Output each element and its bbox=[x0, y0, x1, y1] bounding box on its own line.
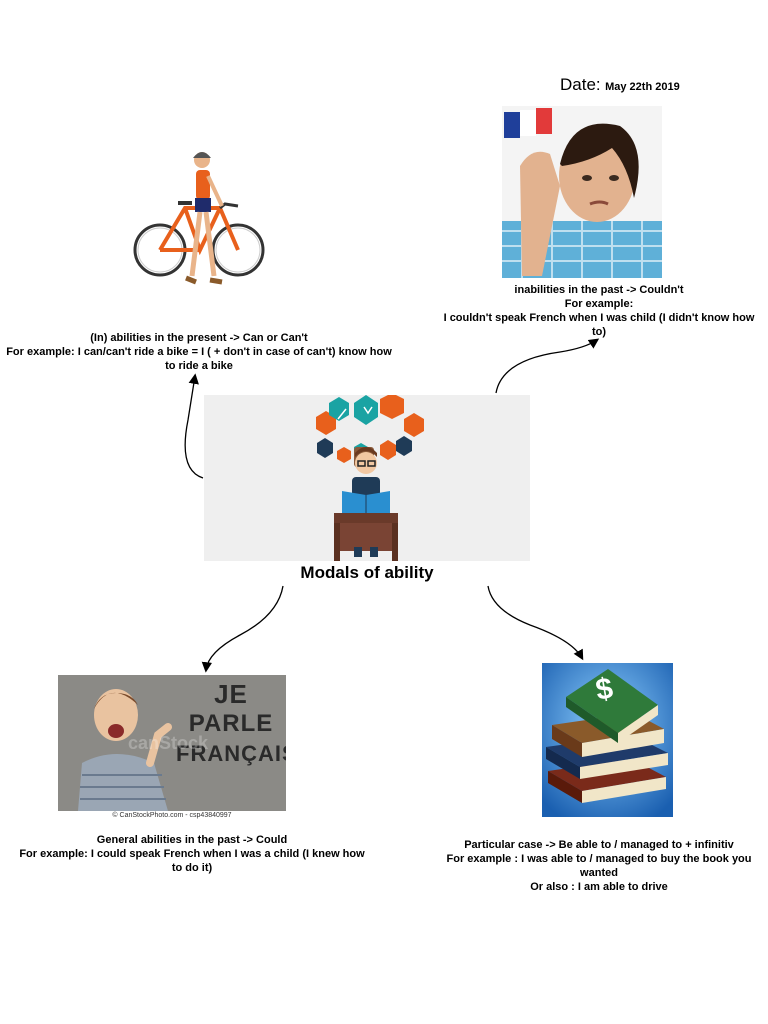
arrow-to-present bbox=[184, 373, 204, 479]
arrow-to-past-general bbox=[201, 585, 284, 673]
particular-line-1: Particular case -> Be able to / managed … bbox=[464, 839, 734, 851]
inability-line-2: For example: bbox=[564, 298, 634, 310]
boy-with-flag-photo bbox=[502, 106, 662, 278]
particular-line-4: Or also : I am able to drive bbox=[530, 881, 668, 893]
present-line-1: (In) abilities in the present -> Can or … bbox=[90, 332, 308, 344]
poster-text: JE PARLE FRANÇAIS! bbox=[176, 679, 286, 769]
date: Date: May 22th 2019 bbox=[560, 75, 680, 95]
date-label: Date: bbox=[560, 75, 601, 94]
present-ability-text: (In) abilities in the present -> Can or … bbox=[0, 331, 398, 373]
past-inability-text: inabilities in the past -> Couldn't For … bbox=[430, 283, 768, 339]
date-value: May 22th 2019 bbox=[605, 81, 680, 93]
past-general-text: General abilities in the past -> Could F… bbox=[0, 833, 384, 875]
particular-case-text: Particular case -> Be able to / managed … bbox=[420, 838, 768, 894]
poster-line-1: JE bbox=[214, 679, 248, 709]
books-dollar-image: $ bbox=[542, 663, 673, 817]
inability-line-4: to) bbox=[591, 326, 607, 338]
general-line-2: For example: I could speak French when I… bbox=[19, 848, 365, 860]
present-line-3: to ride a bike bbox=[165, 360, 233, 372]
inability-line-3: I couldn't speak French when I was child… bbox=[443, 312, 755, 324]
general-line-3: to do it) bbox=[171, 862, 213, 874]
general-line-1: General abilities in the past -> Could bbox=[96, 834, 288, 846]
poster-line-2: PARLE bbox=[188, 710, 274, 737]
cyclist-illustration bbox=[130, 148, 270, 288]
arrow-to-particular bbox=[487, 585, 584, 661]
je-parle-francais-photo: JE PARLE FRANÇAIS! canStock bbox=[58, 675, 286, 811]
poster-line-3: FRANÇAIS! bbox=[176, 741, 286, 766]
arrow-to-past-inability bbox=[495, 338, 600, 394]
particular-line-3: wanted bbox=[580, 867, 618, 879]
poster-credit: © CanStockPhoto.com - csp43840997 bbox=[112, 812, 232, 819]
center-title: Modals of ability bbox=[300, 563, 434, 582]
poster-watermark: canStock bbox=[128, 733, 209, 753]
center-reading-illustration bbox=[204, 395, 530, 561]
present-line-2: For example: I can/can't ride a bike = I… bbox=[6, 346, 392, 358]
inability-line-1: inabilities in the past -> Couldn't bbox=[514, 284, 684, 296]
particular-line-2: For example : I was able to / managed to… bbox=[446, 853, 752, 865]
